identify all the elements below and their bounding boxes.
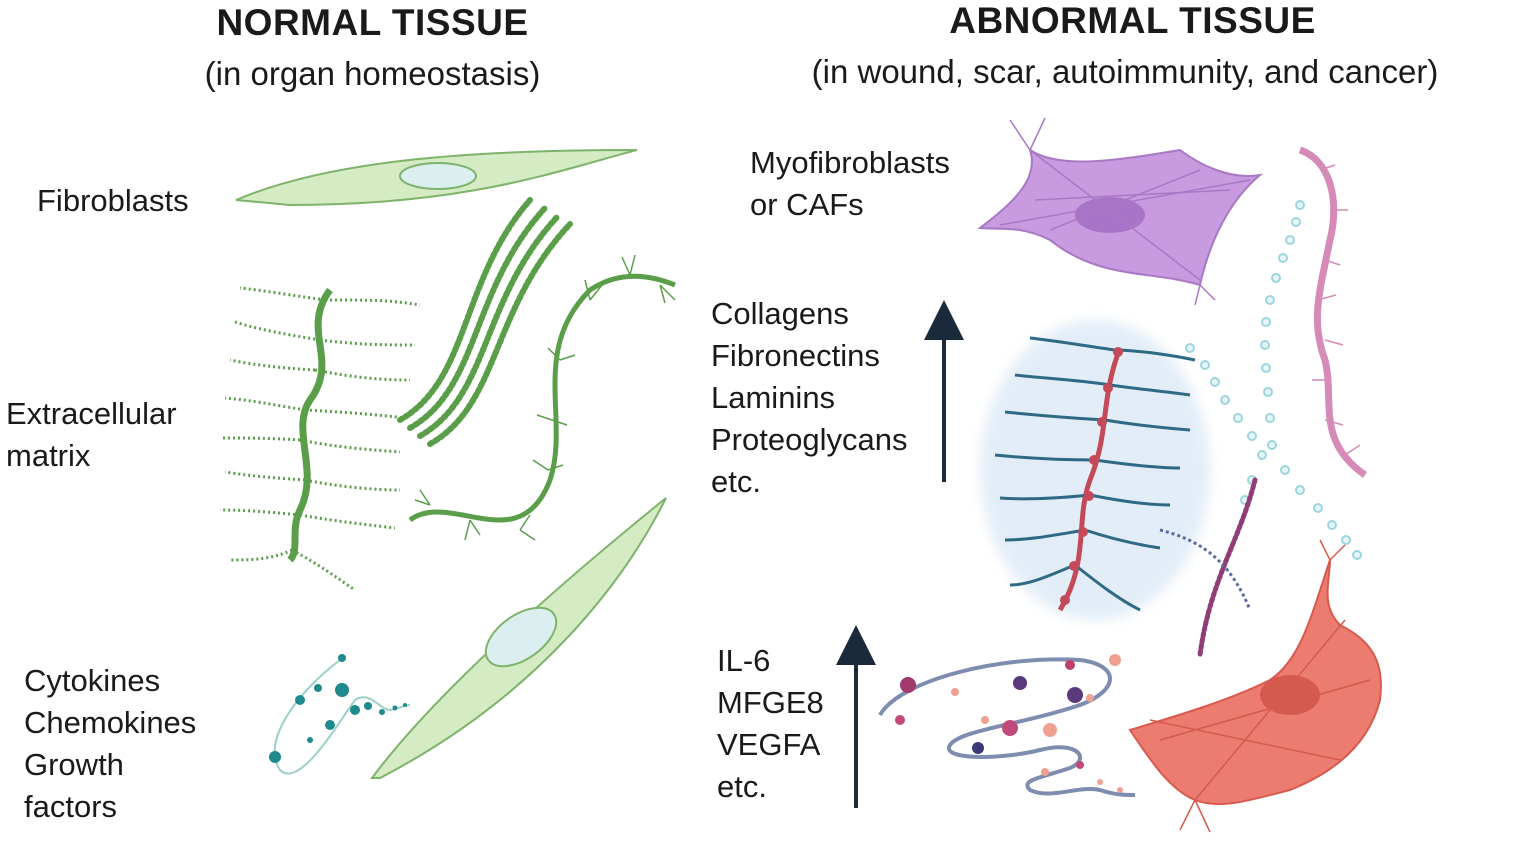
factors-label: IL-6 MFGE8 VEGFA etc. (717, 643, 824, 804)
fibronectin-strand-normal (408, 254, 676, 541)
proteoglycan-structure-abnormal (980, 320, 1210, 620)
collagen-fiber-abnormal (1197, 477, 1258, 658)
collagen-fibers-normal (397, 197, 573, 447)
collagen-strand-blue (1159, 528, 1252, 611)
ecm-components-label: Collagens Fibronectins Laminins Proteogl… (711, 296, 908, 499)
myofibroblast-cell (977, 117, 1264, 306)
cytokine-spiral-abnormal (878, 654, 1136, 797)
fibroblast-cell-bottom (370, 497, 667, 779)
caf-cell (1128, 539, 1382, 833)
normal-tissue-subtitle: (in organ homeostasis) (204, 55, 541, 92)
signaling-molecules-label: Cytokines Chemokines Growth factors (24, 663, 197, 824)
abnormal-tissue-title: ABNORMAL TISSUE (949, 0, 1316, 41)
proteoglycan-structure-normal (219, 286, 421, 592)
fibronectin-strand-abnormal (1298, 146, 1368, 478)
normal-tissue-title: NORMAL TISSUE (216, 2, 529, 43)
fibroblasts-label: Fibroblasts (37, 183, 189, 218)
laminin-chains-abnormal (1185, 200, 1362, 560)
extracellular-matrix-label: Extracellular matrix (6, 396, 177, 473)
myofibroblasts-label: Myofibroblasts or CAFs (750, 145, 950, 222)
cytokine-spiral-normal (269, 654, 411, 775)
fibroblast-cell-top (235, 149, 638, 207)
abnormal-tissue-subtitle: (in wound, scar, autoimmunity, and cance… (811, 53, 1439, 90)
